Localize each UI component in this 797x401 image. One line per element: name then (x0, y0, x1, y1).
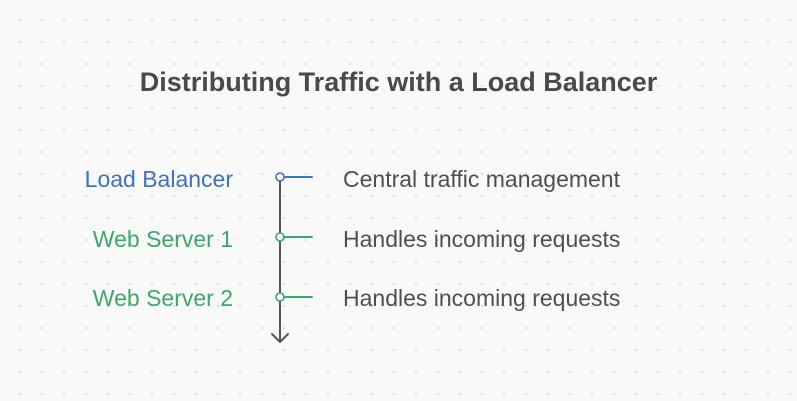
step-description-load-balancer: Central traffic management (343, 166, 620, 192)
timeline-arrowhead (271, 333, 289, 343)
step-label-web-server-2: Web Server 2 (92, 285, 233, 311)
step-description-web-server-1: Handles incoming requests (343, 226, 621, 252)
step-label-web-server-1: Web Server 1 (92, 226, 233, 252)
step-node-1 (275, 232, 285, 242)
diagram-title: Distributing Traffic with a Load Balance… (139, 67, 658, 97)
step-label-load-balancer: Load Balancer (84, 166, 233, 192)
step-description-web-server-2: Handles incoming requests (343, 285, 621, 311)
step-node-0 (275, 172, 285, 182)
step-node-2 (275, 292, 285, 302)
